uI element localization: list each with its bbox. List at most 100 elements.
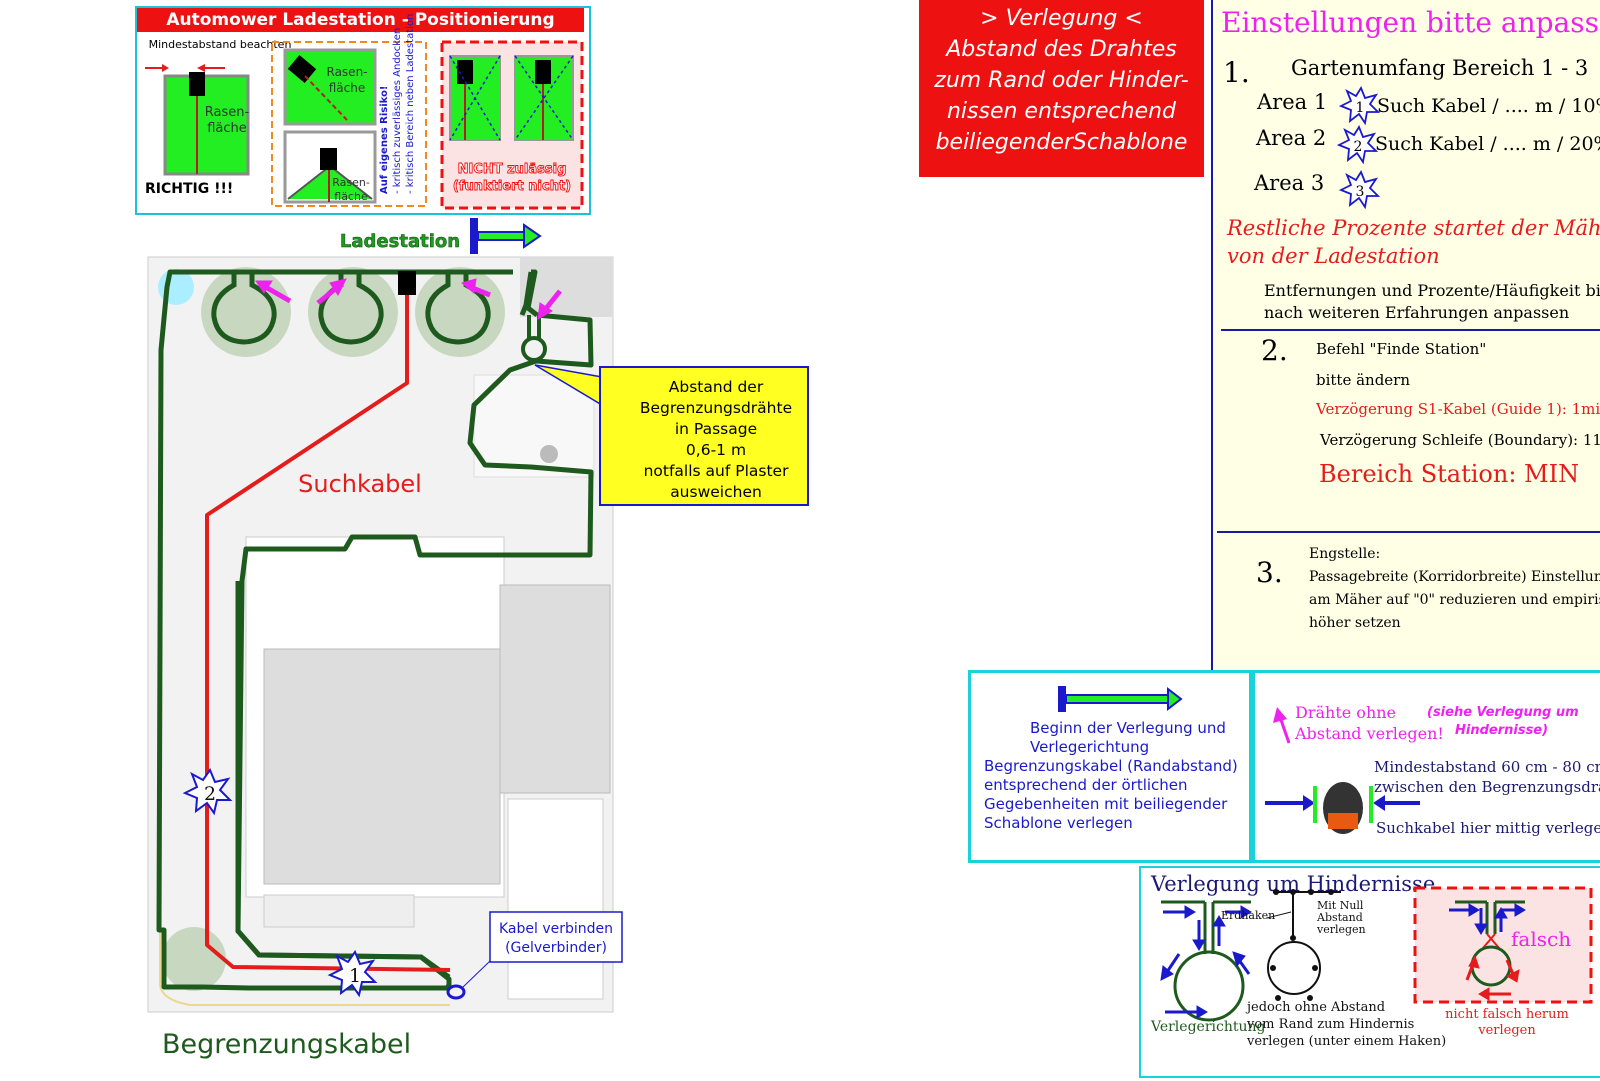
marker-number: 2 bbox=[204, 783, 216, 805]
start-arrow-icon bbox=[1167, 686, 1183, 712]
boundary-wire-loop bbox=[318, 272, 384, 345]
area-label: Area 2 bbox=[1256, 126, 1327, 150]
magenta-arrow-icon bbox=[1278, 716, 1291, 744]
arrow-icon bbox=[1505, 959, 1515, 975]
risk-notes: Auf eigenes Risiko! - kritisch zuverläss… bbox=[379, 14, 416, 194]
wrong-label: falsch bbox=[1511, 927, 1571, 951]
wrong-arrows bbox=[1465, 954, 1520, 1001]
zero-gap-label: Abstand bbox=[1316, 911, 1363, 924]
verlegung-line: nissen entsprechend bbox=[946, 99, 1177, 124]
min-distance-note: Mindestabstand beachten bbox=[149, 38, 292, 51]
settings-panel: Einstellungen bitte anpassen 1. Gartenum… bbox=[1211, 0, 1600, 672]
start-arrow-icon bbox=[477, 231, 525, 241]
info-line: Beginn der Verlegung und bbox=[1030, 719, 1226, 737]
start-direction-info: Beginn der Verlegung und Verlegerichtung… bbox=[968, 670, 1252, 863]
settings-line: bitte ändern bbox=[1316, 371, 1411, 389]
hook-icon bbox=[1307, 995, 1313, 1001]
arrow-icon bbox=[1237, 959, 1251, 975]
charging-station-icon bbox=[287, 55, 317, 83]
arrow-icon bbox=[1165, 953, 1181, 973]
crossed-wire bbox=[1486, 933, 1500, 949]
settings-line: Verzögerung S1-Kabel (Guide 1): 1min bbox=[1316, 400, 1600, 418]
center-note: Suchkabel hier mittig verlegen bbox=[1376, 819, 1600, 837]
section-number: 1. bbox=[1223, 56, 1250, 89]
without-gap-label: vom Rand zum Hindernis bbox=[1246, 1017, 1414, 1032]
begrenzungskabel-label: Begrenzungskabel bbox=[162, 1029, 411, 1060]
guide-wire bbox=[205, 283, 451, 972]
charging-station-icon bbox=[457, 60, 473, 84]
info-line: Gegebenheiten mit beiliegender bbox=[984, 795, 1228, 813]
area-marker-3: 3 bbox=[1338, 170, 1381, 210]
min-distance-text: Mindestabstand 60 cm - 80 cm bbox=[1374, 758, 1600, 776]
arrow-left-icon bbox=[1478, 987, 1490, 1001]
section-divider bbox=[1217, 531, 1600, 533]
settings-line: Passagebreite (Korridorbreite) Einstellu… bbox=[1309, 569, 1600, 585]
adjust-note: Entfernungen und Prozente/Häufigkeit bit… bbox=[1264, 281, 1600, 300]
rest-note: Restliche Prozente startet der Mäher bbox=[1227, 216, 1600, 240]
wrong-note: verlegen bbox=[1477, 1023, 1536, 1038]
tree-canopy bbox=[162, 927, 226, 991]
wires-note: Drähte ohne bbox=[1295, 703, 1397, 722]
area-marker-2: 2 bbox=[182, 767, 233, 816]
boundary-wire bbox=[235, 581, 451, 980]
star-marker-icon bbox=[1338, 86, 1381, 126]
cross-icon bbox=[514, 55, 574, 141]
direction-arrows bbox=[1160, 905, 1252, 1019]
charging-station-icon bbox=[320, 148, 337, 170]
wrong-note: nicht falsch herum bbox=[1445, 1007, 1569, 1022]
settings-line: Befehl "Finde Station" bbox=[1316, 340, 1487, 358]
magenta-arrow-icon bbox=[329, 278, 347, 296]
start-arrow-icon bbox=[523, 223, 542, 249]
arrow-up-icon bbox=[1212, 915, 1226, 927]
star-marker-icon bbox=[182, 767, 233, 816]
start-arrow bbox=[1058, 686, 1183, 712]
settings-line: Engstelle: bbox=[1309, 546, 1381, 562]
arrow-icon bbox=[1505, 969, 1520, 983]
lawn-label: fläche bbox=[329, 81, 366, 95]
wires-note: Abstand verlegen! bbox=[1295, 724, 1444, 743]
boundary-wire bbox=[287, 165, 331, 200]
ladestation-label: Ladestation bbox=[340, 231, 460, 252]
boundary-wire-loop bbox=[521, 336, 547, 362]
pointer-line bbox=[1266, 911, 1292, 919]
magenta-arrow-icon bbox=[255, 280, 273, 294]
direction-label: Verlegerichtung bbox=[1150, 1019, 1265, 1035]
see-note: Hindernisse) bbox=[1455, 723, 1549, 738]
charging-station-icon bbox=[189, 72, 205, 96]
arrow-icon bbox=[1232, 951, 1246, 968]
area-label: Area 1 bbox=[1257, 90, 1328, 114]
start-arrow-icon bbox=[1058, 686, 1066, 712]
area-marker-1: 1 bbox=[1338, 86, 1381, 126]
callout-line: Begrenzungsdrähte bbox=[640, 399, 792, 417]
settings-line: höher setzen bbox=[1309, 615, 1401, 631]
callout-line: ausweichen bbox=[670, 483, 762, 501]
settings-line: Verzögerung Schleife (Boundary): 11min bbox=[1320, 431, 1600, 449]
paved-area bbox=[473, 374, 595, 478]
verlegung-line: > Verlegung < bbox=[980, 6, 1143, 31]
boundary-wire bbox=[156, 269, 594, 991]
passage-distance-callout bbox=[599, 366, 809, 506]
without-gap-label: verlegen (unter einem Haken) bbox=[1246, 1034, 1446, 1049]
lawn-label: Rasen- bbox=[327, 65, 368, 79]
magenta-arrow-icon bbox=[460, 278, 477, 294]
section-divider bbox=[1221, 329, 1600, 331]
see-note: (siehe Verlegung um bbox=[1427, 705, 1579, 720]
callout-line: notfalls auf Plaster bbox=[644, 462, 790, 480]
connector-line: (Gelverbinder) bbox=[505, 940, 607, 956]
verlegung-line: beiliegenderSchablone bbox=[935, 130, 1188, 155]
area-value: Such Kabel / .... m / 20% bbox=[1375, 133, 1600, 155]
section-number: 3. bbox=[1256, 556, 1283, 589]
charging-station-icon bbox=[535, 60, 551, 84]
direction-arrows bbox=[1449, 903, 1526, 935]
arrowhead-icon bbox=[197, 64, 205, 72]
not-allowed-label: (funktiert nicht) bbox=[453, 179, 571, 194]
settings-line: am Mäher auf "0" reduzieren und empirisc… bbox=[1309, 592, 1600, 608]
obstacle-loop bbox=[1267, 941, 1321, 995]
cross-icon bbox=[449, 55, 501, 141]
arrow-up-icon bbox=[1494, 907, 1508, 919]
arrowhead-icon bbox=[162, 64, 169, 72]
zero-gap-label: Mit Null bbox=[1317, 899, 1364, 912]
correct-label: RICHTIG !!! bbox=[145, 181, 233, 197]
callout-pointer bbox=[461, 960, 491, 989]
callout-line: in Passage bbox=[675, 420, 757, 438]
